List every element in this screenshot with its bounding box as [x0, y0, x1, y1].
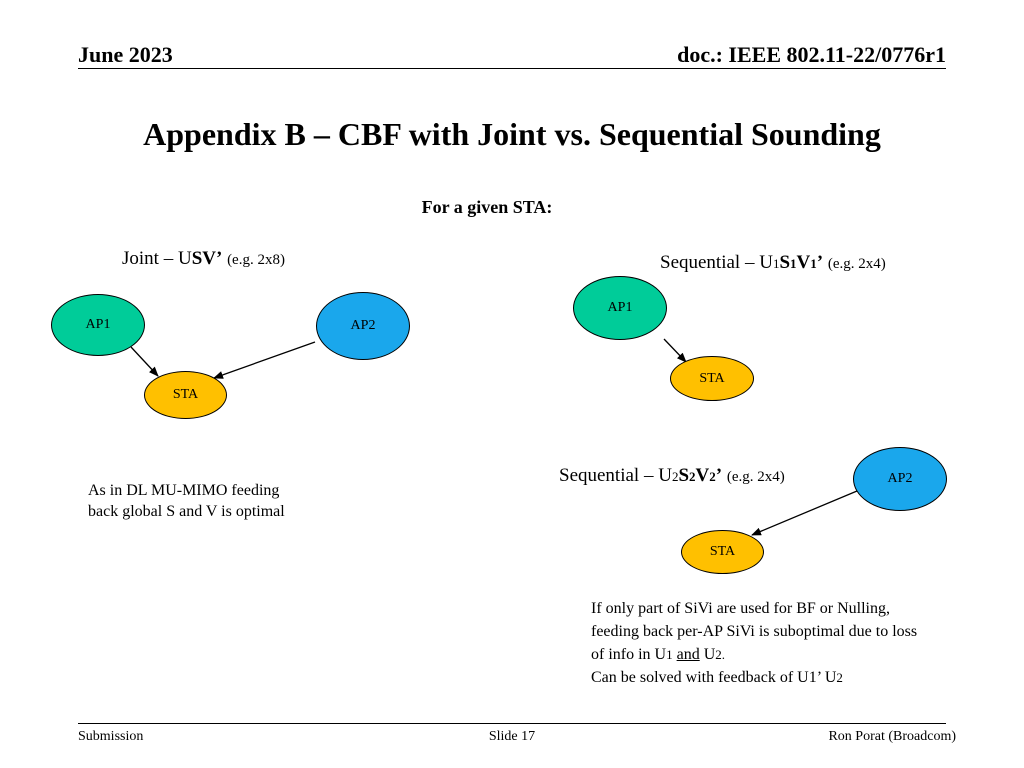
note-line3-b: U [703, 646, 716, 663]
note-line3-and: and [676, 646, 700, 663]
slide-title: Appendix B – CBF with Joint vs. Sequenti… [143, 116, 881, 152]
joint-label-example: (e.g. 2x8) [227, 252, 285, 268]
footer-slide-number: Slide 17 [488, 729, 536, 744]
seq2-bold-end: ’ [715, 465, 723, 486]
note-line3-sub2: 2. [715, 647, 726, 662]
seq1-ap1-node: AP1 [573, 276, 667, 340]
sequential-note-line4: Can be solved with feedback of U1’ U2 [591, 666, 917, 689]
seq1-bold-sub2: 1 [810, 256, 817, 271]
seq2-ap2-node: AP2 [853, 447, 947, 511]
note-line3-a: of info in U [591, 646, 667, 663]
seq1-sta-node: STA [670, 356, 754, 401]
sequential-note: If only part of SiVi are used for BF or … [591, 597, 917, 689]
seq1-bold-sub1: 1 [790, 256, 797, 271]
joint-label-prefix: Joint – U [122, 248, 192, 269]
arrow-seq1-ap1-sta [663, 338, 687, 363]
joint-ap2-node: AP2 [316, 292, 410, 360]
seq2-sub1: 2 [671, 469, 679, 484]
seq2-bold-sub2: 2 [709, 469, 716, 484]
joint-label: Joint – USV’ (e.g. 2x8) [122, 248, 285, 270]
joint-note-line1: As in DL MU-MIMO feeding [88, 482, 280, 499]
arrow-joint-ap2-sta [213, 341, 316, 379]
arrow-seq2-ap2-sta [751, 490, 858, 536]
footer-rule [78, 723, 946, 724]
seq1-sub1: 1 [772, 256, 780, 271]
joint-sta-node: STA [144, 371, 227, 419]
joint-note-line2: back global S and V is optimal [88, 503, 285, 520]
seq2-bold-v: V [695, 465, 710, 486]
footer-author: Ron Porat (Broadcom) [828, 729, 956, 744]
header-date: June 2023 [78, 42, 173, 67]
header-doc-id: doc.: IEEE 802.11-22/0776r1 [677, 42, 946, 67]
joint-label-bold: SV’ [191, 248, 223, 269]
note-line4-sub: 2 [836, 670, 843, 685]
seq1-bold-end: ’ [816, 252, 824, 273]
joint-note: As in DL MU-MIMO feeding back global S a… [88, 480, 285, 522]
slide-subtitle: For a given STA: [421, 197, 553, 217]
seq2-label-example: (e.g. 2x4) [726, 469, 785, 485]
seq1-label-example: (e.g. 2x4) [827, 256, 886, 272]
sequential-note-line3: of info in U1 and U2. [591, 643, 917, 666]
seq1-bold-s: S [779, 252, 791, 273]
arrow-joint-ap1-sta [130, 346, 159, 377]
sequential-note-line2: feeding back per-AP SiVi is suboptimal d… [591, 623, 918, 640]
seq2-label-prefix: Sequential – U [559, 465, 672, 486]
seq2-bold-sub1: 2 [689, 469, 696, 484]
footer-submission: Submission [78, 729, 144, 744]
sequential-note-line1: If only part of SiVi are used for BF or … [591, 600, 890, 617]
header-rule [78, 68, 946, 69]
seq1-label-prefix: Sequential – U [660, 252, 773, 273]
joint-ap1-node: AP1 [51, 294, 145, 356]
seq1-label: Sequential – U1S1V1’ (e.g. 2x4) [660, 252, 886, 274]
seq2-label: Sequential – U2S2V2’ (e.g. 2x4) [559, 465, 785, 487]
seq1-bold-v: V [796, 252, 811, 273]
seq2-sta-node: STA [681, 530, 764, 574]
note-line4-a: Can be solved with feedback of U1’ U [591, 669, 837, 686]
note-line3-sub1: 1 [666, 647, 673, 662]
seq2-bold-s: S [678, 465, 690, 486]
